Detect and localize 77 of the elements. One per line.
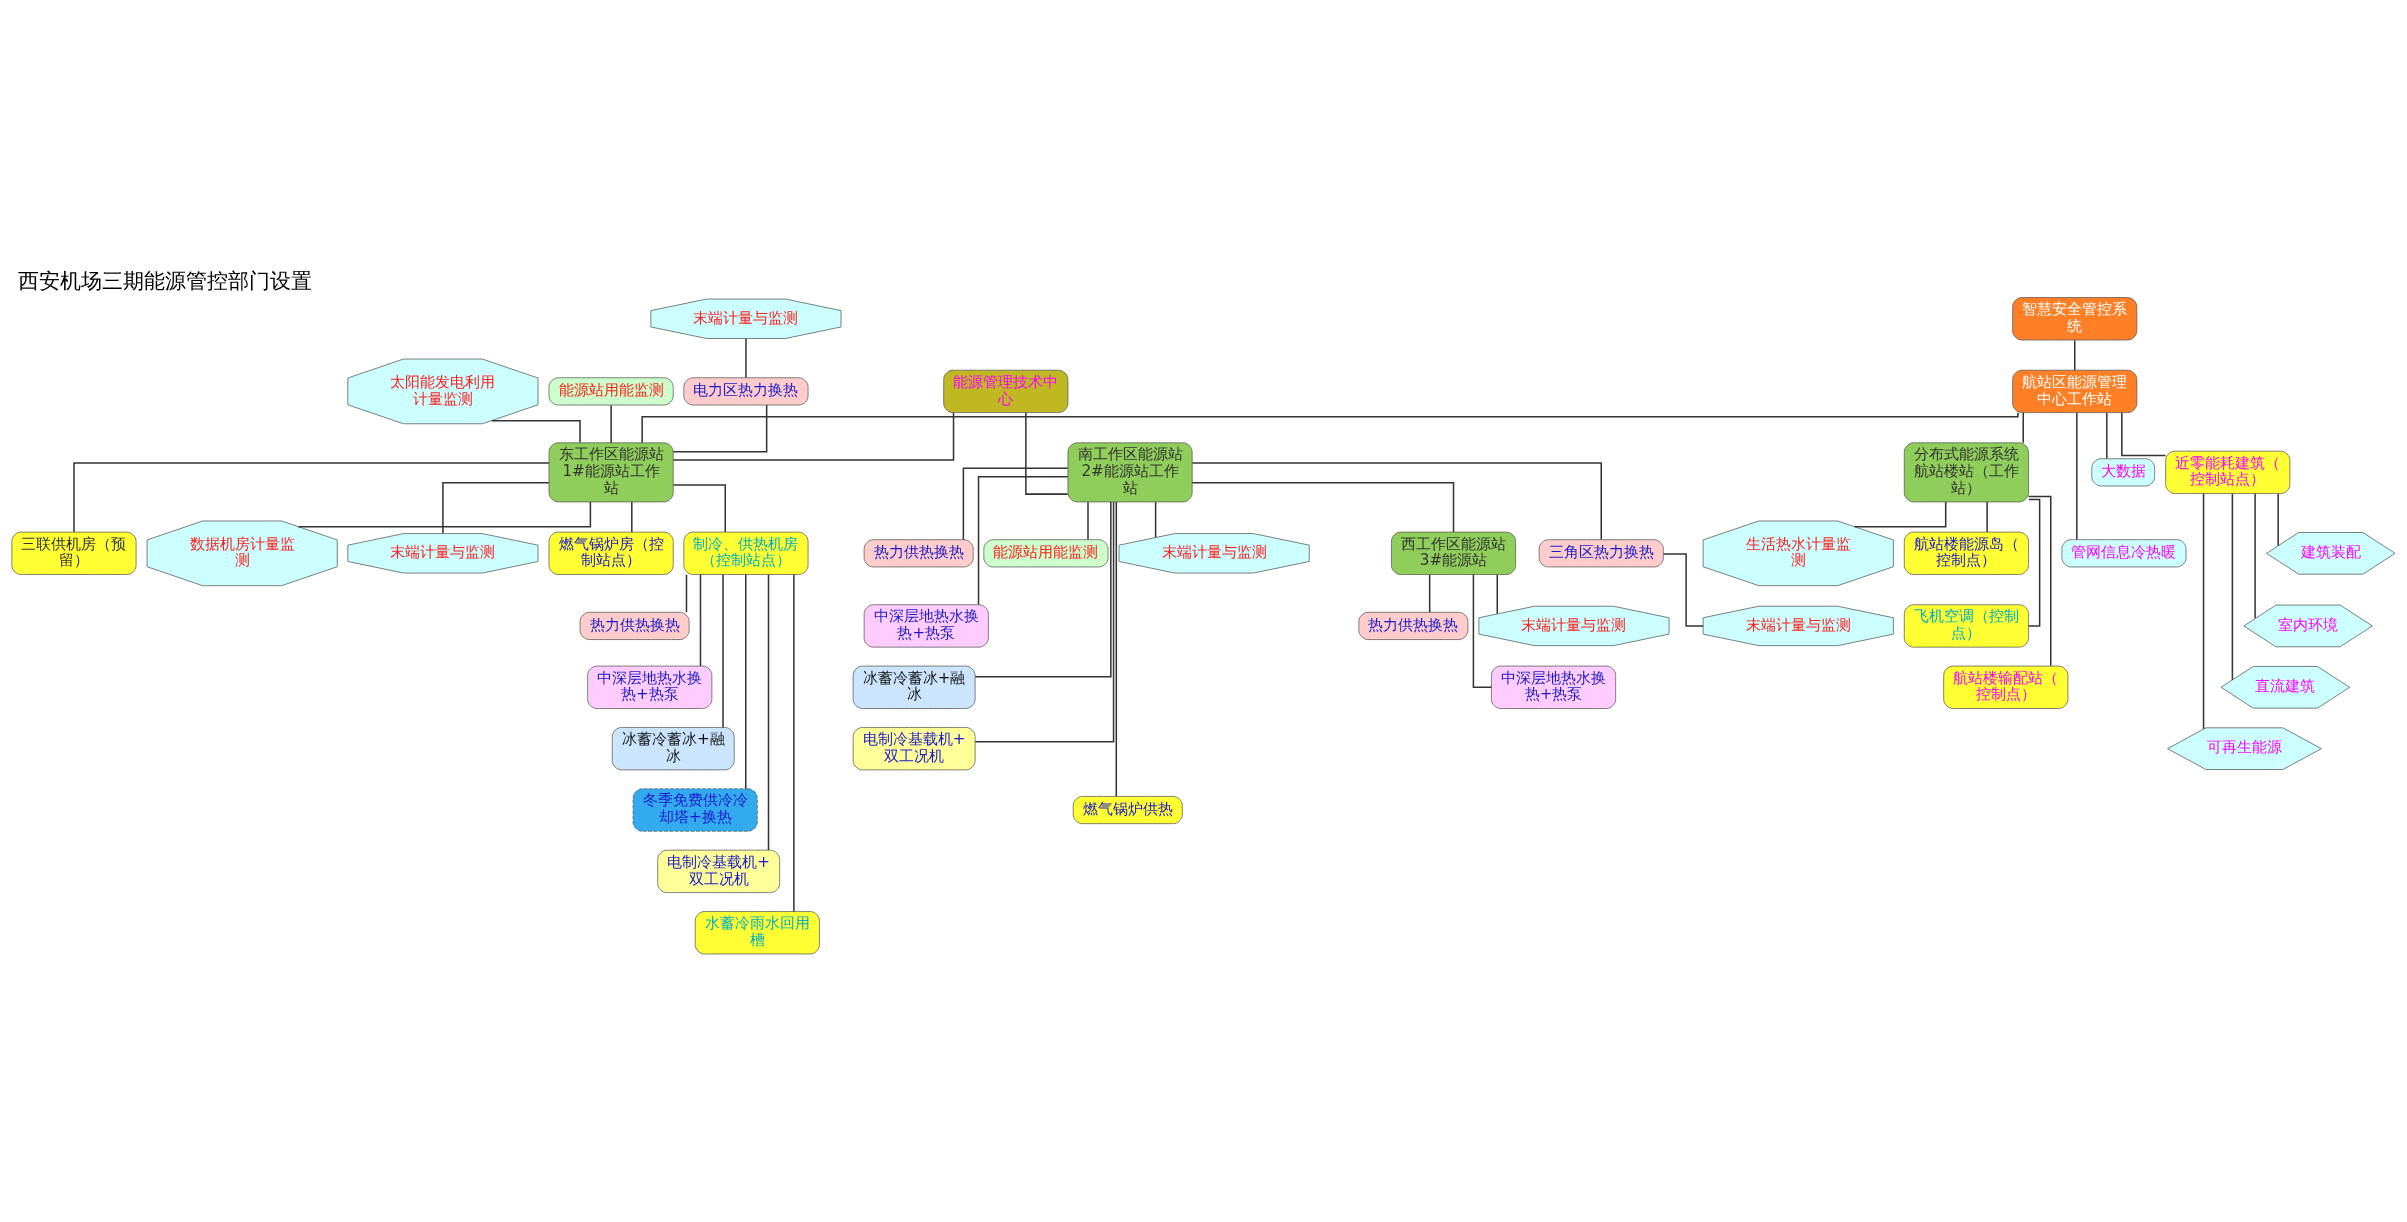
- connector: [685, 573, 688, 613]
- connector: [442, 482, 550, 535]
- connector: [962, 467, 1069, 541]
- node-box: 冰蓄冷蓄冰+融冰: [852, 665, 976, 709]
- connector: [1154, 501, 1157, 539]
- node-box: 冬季免费供冷冷却塔+换热: [632, 788, 758, 832]
- connector: [1428, 573, 1431, 613]
- connector: [490, 419, 581, 444]
- connector: [297, 501, 592, 528]
- node-box: 航站区能源管理中心工作站: [2012, 369, 2138, 413]
- connector: [73, 462, 550, 533]
- connector: [2202, 492, 2205, 730]
- connector: [631, 501, 633, 533]
- connector: [641, 411, 2019, 444]
- node-box: 电制冷基载机+双工况机: [657, 849, 781, 893]
- connector: [699, 573, 702, 667]
- connector: [1853, 501, 1947, 528]
- connector: [2076, 412, 2078, 541]
- node-box: 东工作区能源站1#能源站工作站: [548, 442, 674, 503]
- node-box: 大数据: [2091, 458, 2156, 487]
- node-box: 冰蓄冷蓄冰+融冰: [611, 727, 735, 771]
- node-box: 燃气锅炉房（控制站点）: [548, 531, 674, 575]
- connector: [2254, 492, 2256, 620]
- node-box: 近零能耗建筑（控制站点）: [2165, 450, 2291, 494]
- connector: [2022, 411, 2024, 444]
- connector: [2106, 411, 2108, 460]
- node-box: 管网信息冷热暖: [2061, 539, 2187, 568]
- connector: [793, 573, 795, 913]
- node-box: 中深层地热水换热+热泵: [587, 665, 713, 709]
- connector: [2027, 495, 2052, 667]
- node-box: 能源管理技术中心: [943, 369, 1069, 413]
- connector: [722, 573, 724, 729]
- node-box: 能源站用能监测: [983, 539, 1109, 568]
- node-box: 燃气锅炉供热: [1072, 796, 1183, 825]
- node-box: 三联供机房（预留）: [11, 531, 137, 575]
- connector: [767, 573, 770, 851]
- node-box: 热力供热换热: [579, 611, 690, 640]
- connector: [1986, 501, 1988, 533]
- connector: [974, 501, 1115, 743]
- connector: [2231, 493, 2234, 681]
- connector: [2028, 498, 2041, 627]
- connector: [1191, 462, 1602, 541]
- node-box: 电力区热力换热: [683, 377, 809, 406]
- node-box: 三角区热力换热: [1538, 539, 1664, 568]
- connector: [977, 475, 1069, 606]
- node-box: 西工作区能源站3#能源站: [1391, 531, 1517, 575]
- connector: [672, 404, 768, 453]
- node-box: 航站楼能源岛（控制点）: [1903, 531, 2029, 575]
- connector: [1191, 482, 1455, 533]
- node-box: 热力供热换热: [863, 539, 974, 568]
- node-box: 热力供热换热: [1358, 611, 1469, 640]
- node-box: 分布式能源系统航站楼站（工作站）: [1903, 442, 2029, 503]
- node-box: 制冷、供热机房（控制站点）: [683, 531, 809, 575]
- node-box: 航站楼输配站（控制点）: [1943, 665, 2069, 709]
- connector: [1087, 501, 1089, 541]
- connector: [610, 404, 612, 444]
- connector: [1115, 501, 1118, 798]
- node-box: 南工作区能源站2#能源站工作站: [1067, 442, 1193, 503]
- node-box: 水蓄冷雨水回用槽: [694, 911, 820, 955]
- connector: [1662, 553, 1704, 627]
- connector: [672, 484, 726, 533]
- node-box: 能源站用能监测: [548, 377, 674, 406]
- connector: [2277, 492, 2279, 547]
- connector: [672, 412, 955, 461]
- diagram-title: 西安机场三期能源管控部门设置: [18, 268, 313, 294]
- node-box: 智慧安全管控系统: [2012, 297, 2138, 341]
- connector: [745, 337, 747, 379]
- node-box: 中深层地热水换热+热泵: [1491, 665, 1617, 709]
- node-box: 中深层地热水换热+热泵: [863, 604, 989, 648]
- connector: [2073, 339, 2076, 371]
- connector: [1496, 573, 1499, 615]
- connector: [2121, 412, 2167, 457]
- node-box: 电制冷基载机+双工况机: [852, 727, 976, 771]
- connector: [1025, 411, 1069, 495]
- connector: [745, 573, 747, 790]
- node-box: 飞机空调（控制点）: [1903, 604, 2029, 648]
- connector: [1472, 573, 1493, 689]
